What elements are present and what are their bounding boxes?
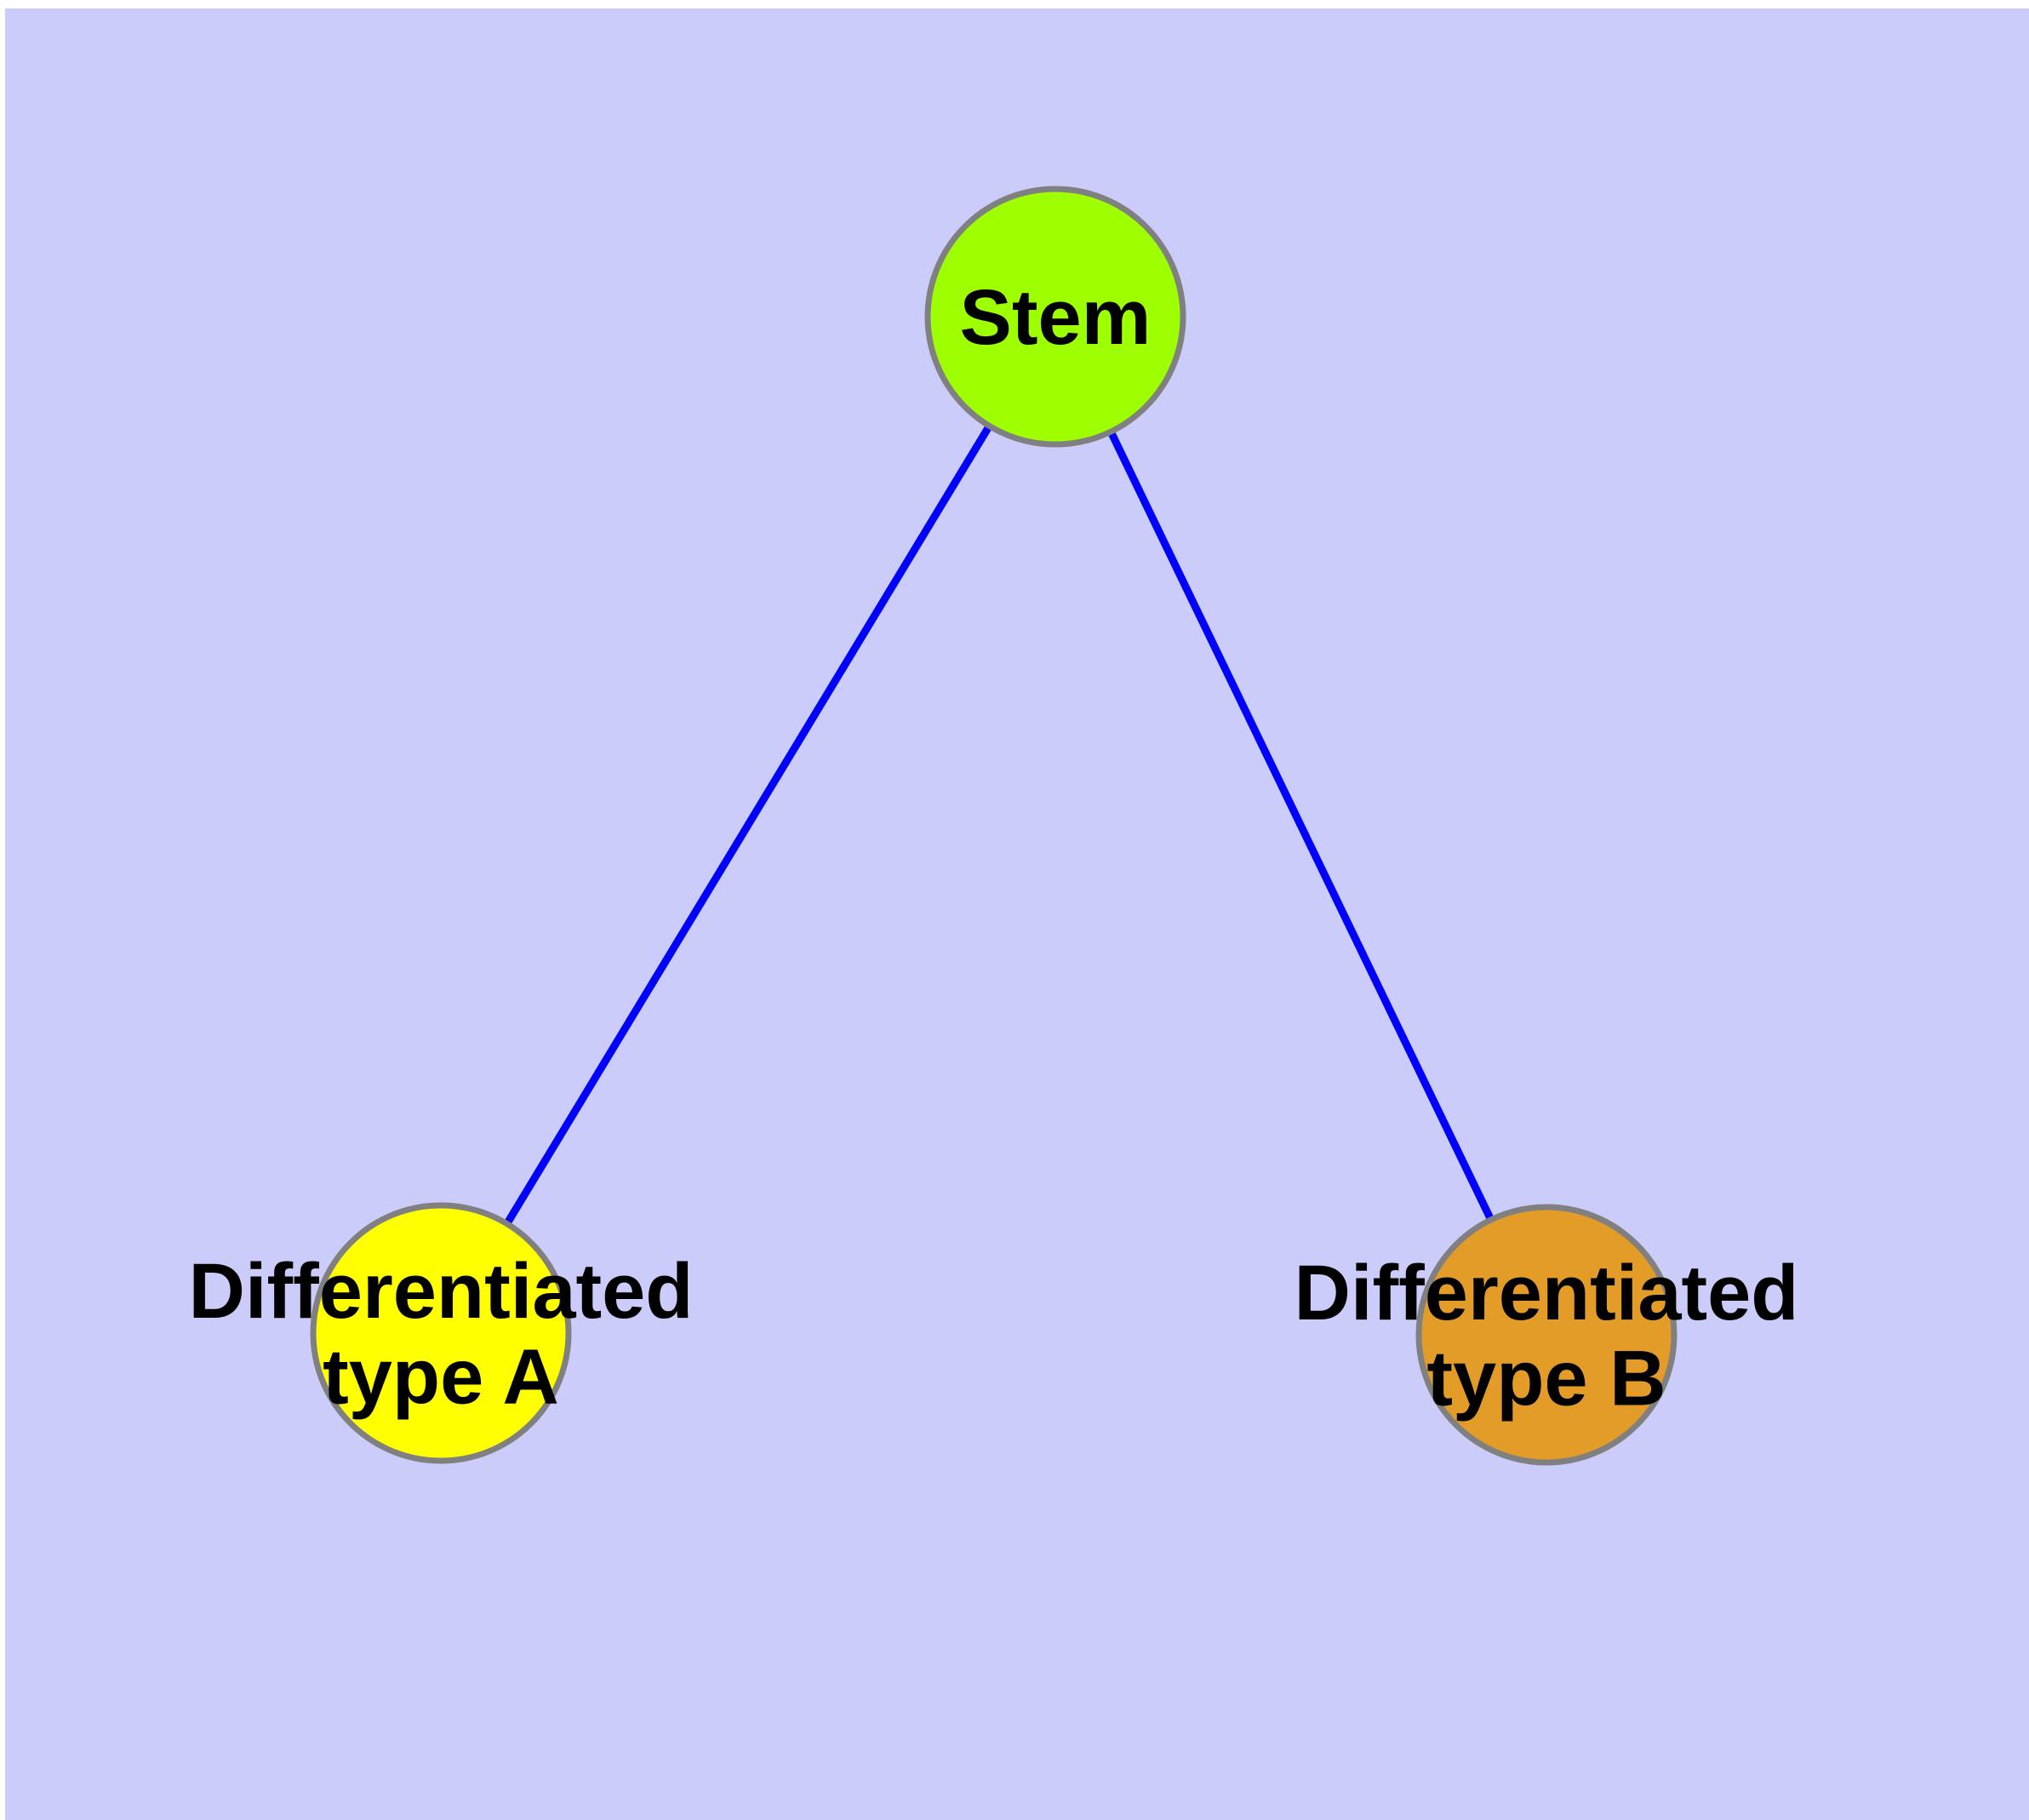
node-label-line: type B <box>1426 1335 1666 1422</box>
graph-edge-stem-diff_b <box>1051 315 1551 1336</box>
node-label-line: Differentiated <box>189 1248 694 1335</box>
node-label-line: type A <box>323 1333 559 1420</box>
node-label-line: Stem <box>960 274 1152 361</box>
node-label-line: Differentiated <box>1295 1250 1799 1336</box>
graph-edge-stem-diff_a <box>437 314 1059 1336</box>
node-circle-stem[interactable] <box>924 186 1186 448</box>
edges-layer <box>437 314 1551 1336</box>
node-circle-diff_b[interactable] <box>1415 1204 1677 1466</box>
node-circle-diff_a[interactable] <box>310 1202 572 1464</box>
node-label-stem: Stem <box>960 274 1152 361</box>
graph-node-stem[interactable]: Stem <box>924 186 1186 448</box>
